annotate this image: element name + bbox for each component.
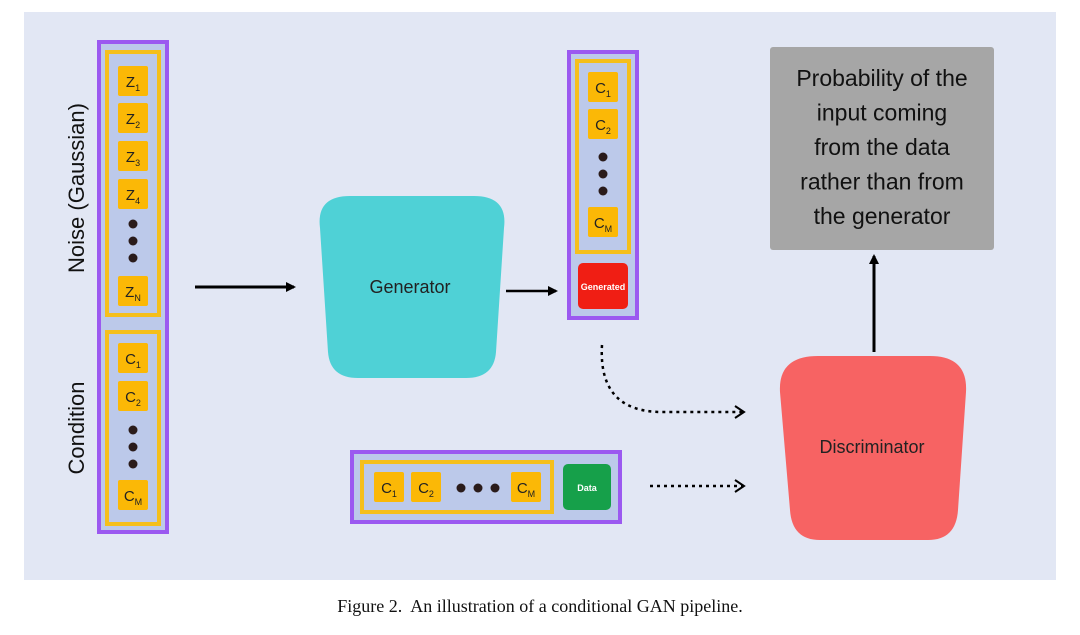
condition-token-c2-label: C2	[125, 389, 141, 408]
generator-label: Generator	[369, 277, 450, 297]
data-token-cm-label: CM	[517, 480, 535, 499]
noise-token-z1: Z1	[118, 66, 148, 96]
noise-group-box	[105, 50, 161, 317]
noise-token-z2: Z2	[118, 103, 148, 133]
data-ellipsis-dot-2	[473, 483, 483, 493]
noise-token-z2-label: Z2	[126, 111, 140, 130]
noise-token-zn-box	[118, 276, 148, 306]
figure-caption: Figure 2. An illustration of a condition…	[0, 596, 1080, 617]
output-text-line-4: rather than from	[800, 169, 964, 195]
data-condition-box	[360, 460, 554, 514]
generated-token-c2: C2	[588, 109, 618, 139]
noise-token-z4: Z4	[118, 179, 148, 209]
noise-token-z2-box	[118, 103, 148, 133]
condition-group-box	[105, 330, 161, 526]
noise-ellipsis-dot-1	[128, 219, 138, 229]
noise-ellipsis-dot-2	[128, 236, 138, 246]
data-token-c2: C2	[411, 472, 441, 502]
generated-condition-box	[575, 59, 631, 254]
generated-ellipsis-dot-1	[598, 152, 608, 162]
condition-token-cm: CM	[118, 480, 148, 510]
condition-token-c1: C1	[118, 343, 148, 373]
condition-token-cm-box	[118, 480, 148, 510]
condition-token-c1-label: C1	[125, 351, 141, 370]
data-token-c1: C1	[374, 472, 404, 502]
data-token-cm-box	[511, 472, 541, 502]
condition-token-c2-box	[118, 381, 148, 411]
data-badge	[563, 464, 611, 510]
data-badge-label: Data	[577, 483, 598, 493]
discriminator-label: Discriminator	[819, 437, 924, 457]
output-text-line-2: input coming	[817, 100, 947, 126]
output-probability-text: Probability of the input coming from the d…	[796, 65, 967, 229]
condition-label: Condition	[64, 382, 89, 475]
condition-token-c1-box	[118, 343, 148, 373]
noise-token-zn: ZN	[118, 276, 148, 306]
noise-ellipsis-dot-3	[128, 253, 138, 263]
caption-text: An illustration of a conditional GAN pip…	[410, 596, 743, 616]
generated-token-cm: CM	[588, 207, 618, 237]
generated-token-c1: C1	[588, 72, 618, 102]
condition-ellipsis-dot-1	[128, 425, 138, 435]
discriminator-block	[779, 356, 967, 540]
output-text-line-5: the generator	[814, 203, 951, 229]
noise-token-z3: Z3	[118, 141, 148, 171]
output-text-line-3: from the data	[814, 134, 950, 160]
generator-block	[319, 196, 505, 378]
noise-token-z1-box	[118, 66, 148, 96]
caption-prefix: Figure 2.	[337, 596, 403, 616]
generated-token-c1-box	[588, 72, 618, 102]
output-text-line-1: Probability of the	[796, 65, 967, 91]
noise-token-z4-label: Z4	[126, 187, 140, 206]
generated-token-c1-label: C1	[595, 80, 611, 99]
arrow-generated-to-discriminator	[600, 344, 746, 419]
condition-ellipsis-dot-2	[128, 442, 138, 452]
condition-token-c2: C2	[118, 381, 148, 411]
generated-token-c2-label: C2	[595, 117, 611, 136]
real-data-sample: C1 C2 CM Data	[350, 450, 622, 524]
generated-badge-label: Generated	[581, 282, 626, 292]
noise-token-zn-label: ZN	[125, 284, 141, 303]
data-token-c2-box	[411, 472, 441, 502]
noise-label: Noise (Gaussian)	[64, 103, 89, 273]
generated-token-cm-label: CM	[594, 215, 612, 234]
noise-token-z4-box	[118, 179, 148, 209]
generated-badge	[578, 263, 628, 309]
data-ellipsis-dot-3	[490, 483, 500, 493]
noise-token-z3-box	[118, 141, 148, 171]
condition-ellipsis-dot-3	[128, 459, 138, 469]
condition-token-cm-label: CM	[124, 488, 142, 507]
noise-token-z3-label: Z3	[126, 149, 140, 168]
data-token-c1-label: C1	[381, 480, 397, 499]
data-token-c1-box	[374, 472, 404, 502]
output-probability-box	[770, 47, 994, 250]
generated-token-cm-box	[588, 207, 618, 237]
noise-token-z1-label: Z1	[126, 74, 140, 93]
data-ellipsis-dot-1	[456, 483, 466, 493]
data-token-c2-label: C2	[418, 480, 434, 499]
generated-ellipsis-dot-3	[598, 186, 608, 196]
data-token-cm: CM	[511, 472, 541, 502]
generated-token-c2-box	[588, 109, 618, 139]
generated-ellipsis-dot-2	[598, 169, 608, 179]
